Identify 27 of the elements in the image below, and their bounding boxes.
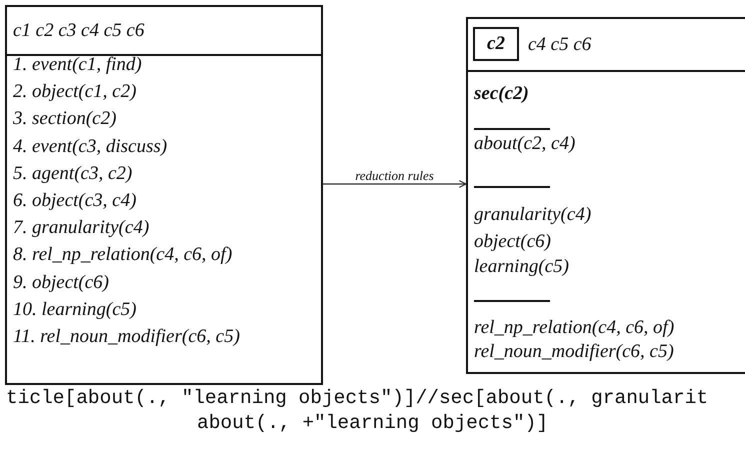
condition-text: 11. rel_noun_modifier(c6, c5)	[13, 325, 240, 349]
condition-text: 9. object(c6)	[13, 270, 110, 295]
referent-list: c4 c5 c6	[528, 32, 592, 56]
condition-text: learning(c5)	[474, 255, 569, 279]
condition-text: object(c6)	[474, 230, 552, 254]
drs-box	[466, 17, 745, 374]
condition-text: rel_noun_modifier(c6, c5)	[474, 340, 674, 364]
condition-text: 8. rel_np_relation(c4, c6, of)	[13, 243, 232, 268]
condition-text: 5. agent(c3, c2)	[13, 162, 132, 186]
condition-text: 3. section(c2)	[13, 107, 116, 132]
arrow	[323, 180, 467, 188]
condition-text: granularity(c4)	[474, 203, 592, 227]
condition-text: 2. object(c1, c2)	[13, 80, 136, 104]
edge-label: reduction rules	[354, 167, 434, 185]
condition-text: 4. event(c3, discuss)	[13, 134, 168, 159]
condition-text: rel_np_relation(c4, c6, of)	[474, 316, 674, 340]
condition-text: about(c2, c4)	[474, 132, 576, 156]
drs-box	[5, 5, 323, 385]
condition-text: 6. object(c3, c4)	[13, 189, 136, 213]
referent-box: c2	[473, 27, 519, 61]
condition-text: 10. learning(c5)	[13, 298, 136, 322]
condition-text: sec(c2)	[474, 82, 529, 106]
referent-list: c1 c2 c3 c4 c5 c6	[13, 18, 144, 42]
query-text: about(., +"learning objects")]	[197, 411, 548, 435]
condition-text: 7. granularity(c4)	[13, 216, 150, 240]
query-text: ticle[about(., "learning objects")]//sec[about(., granularit	[6, 386, 708, 410]
condition-text: 1. event(c1, find)	[13, 53, 142, 77]
